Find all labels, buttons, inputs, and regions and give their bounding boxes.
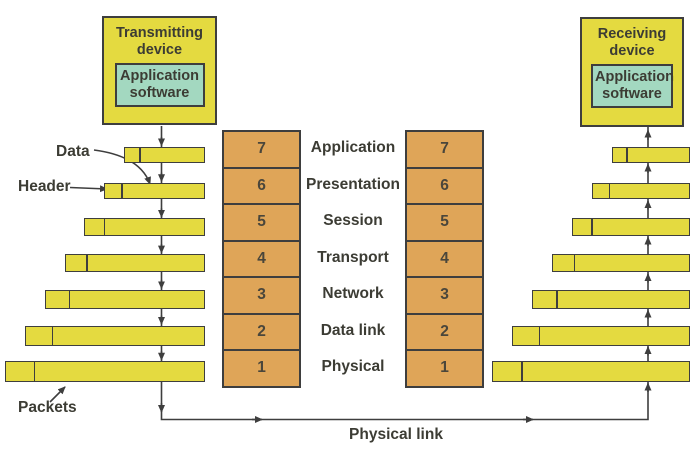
packet-bar (612, 147, 690, 163)
layer-number-cell: 6 (407, 166, 482, 204)
layer-number-cell: 4 (407, 239, 482, 277)
receiving-device-box: Receiving device Application software (580, 17, 684, 127)
layer-number-cell: 5 (224, 203, 299, 240)
physical-link-label: Physical link (349, 426, 443, 443)
application-software-box: Application software (114, 63, 205, 108)
layer-number-cell: 2 (407, 312, 482, 350)
header-divider (121, 183, 123, 199)
packet-bar (124, 147, 205, 163)
packet-bar (104, 182, 205, 200)
header-divider (521, 362, 523, 381)
layer-number-cell: 1 (407, 349, 482, 386)
header-divider (51, 326, 53, 345)
packet-bar (84, 218, 205, 236)
header-divider (86, 255, 88, 272)
layer-number-cell: 2 (224, 312, 299, 350)
header-divider (556, 290, 558, 308)
layer-name: Network (322, 285, 384, 303)
layer-number-cell: 1 (224, 349, 299, 386)
packets-label: Packets (18, 399, 77, 416)
receiving-device-title: Receiving device (597, 26, 667, 60)
header-divider (591, 219, 593, 235)
layer-number-cell: 4 (224, 239, 299, 277)
header-divider (139, 148, 141, 162)
packet-bar (492, 361, 690, 382)
layer-number-cell: 3 (224, 276, 299, 313)
packet-bar (532, 289, 690, 309)
packet-bar (552, 254, 690, 273)
layer-number-cell: 7 (257, 140, 266, 158)
layer-name: Data link (320, 321, 386, 339)
header-divider (538, 326, 540, 345)
header-divider (68, 290, 71, 308)
header-label: Header (18, 178, 71, 195)
packet-bar (572, 218, 690, 236)
layer-name: Presentation (306, 175, 400, 193)
application-software-box: Application software (591, 64, 674, 109)
packet-bar (5, 361, 205, 382)
header-divider (626, 148, 628, 162)
layer-number-cell: 3 (407, 276, 482, 313)
header-divider (573, 255, 575, 272)
header-divider (103, 219, 106, 235)
header-divider (33, 362, 36, 381)
packet-bar (512, 325, 690, 346)
data-label: Data (56, 143, 90, 160)
layer-number-cell: 6 (224, 166, 299, 204)
layer-name: Transport (317, 248, 389, 266)
layer-name: Application (310, 139, 396, 157)
packet-bar (25, 325, 205, 346)
transmitting-device-title: Transmitting device (115, 25, 203, 59)
packet-bar (44, 289, 205, 309)
layer-number-cell: 5 (407, 203, 482, 240)
layer-name: Physical (321, 358, 385, 376)
packet-bar (592, 182, 690, 200)
header-divider (608, 183, 610, 199)
transmitting-device-box: Transmitting device Application software (102, 16, 217, 125)
layer-name: Session (323, 212, 383, 230)
layer-number-cell: 7 (440, 140, 449, 158)
packet-bar (64, 254, 205, 273)
